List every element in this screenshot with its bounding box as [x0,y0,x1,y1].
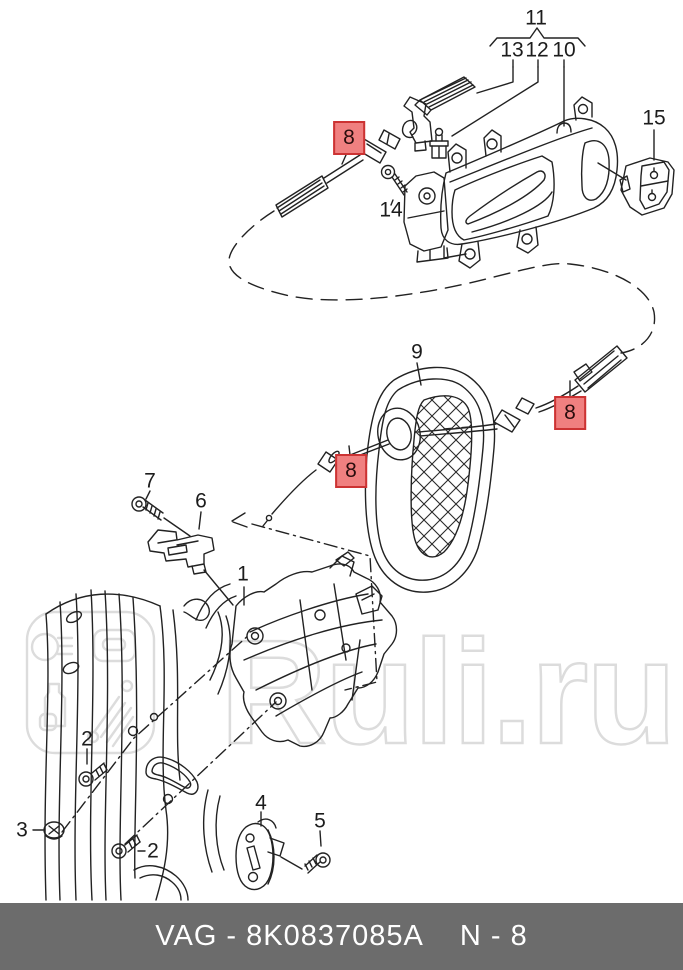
part-label-8-top: 8 [333,121,365,155]
screw-5 [304,830,331,874]
part-label-8-right: 8 [554,396,586,430]
screw-7 [131,490,191,537]
part-label-3: 3 [16,818,28,842]
grip-pad-13 [403,76,476,152]
assembly-axis-lines [61,523,378,845]
plate-4 [235,811,303,891]
part-label-8-mid: 8 [335,454,367,488]
door-handle-drawing [403,96,619,269]
part-label-2-upper: 2 [81,727,93,751]
screw-14 [380,164,408,206]
part-label-10: 10 [552,38,576,62]
footer-bar: VAG - 8K0837085A N - 8 [0,903,683,970]
part-label-14: 14 [379,198,403,222]
cable-routing-curve [228,210,656,354]
part-label-9: 9 [411,340,423,364]
part-label-11: 11 [525,6,547,30]
screw-2-lower [111,834,146,859]
part-label-15: 15 [642,106,666,130]
footer-page-ref: N - 8 [459,920,528,952]
bracket-6 [147,511,234,606]
part-label-7: 7 [144,469,156,493]
part-label-5: 5 [314,809,326,833]
screw-2-upper [78,748,108,787]
grommet-boot-9 [364,362,496,593]
part-label-6: 6 [195,489,207,513]
part-label-1: 1 [237,562,249,586]
label-bracket [451,27,586,137]
pin-12 [429,127,449,159]
part-label-4: 4 [255,791,267,815]
part-label-13: 13 [500,38,524,62]
nub-10 [556,122,572,134]
plug-3 [32,821,65,840]
part-label-2-lower: 2 [147,839,159,863]
switch-cap-15 [597,129,675,216]
watermark-text: Ruli.ru [219,609,678,777]
footer-part-code: VAG - 8K0837085A [155,920,424,952]
door-panel-drawing [44,583,237,901]
part-label-12: 12 [525,38,549,62]
door-lock-drawing [229,551,398,748]
